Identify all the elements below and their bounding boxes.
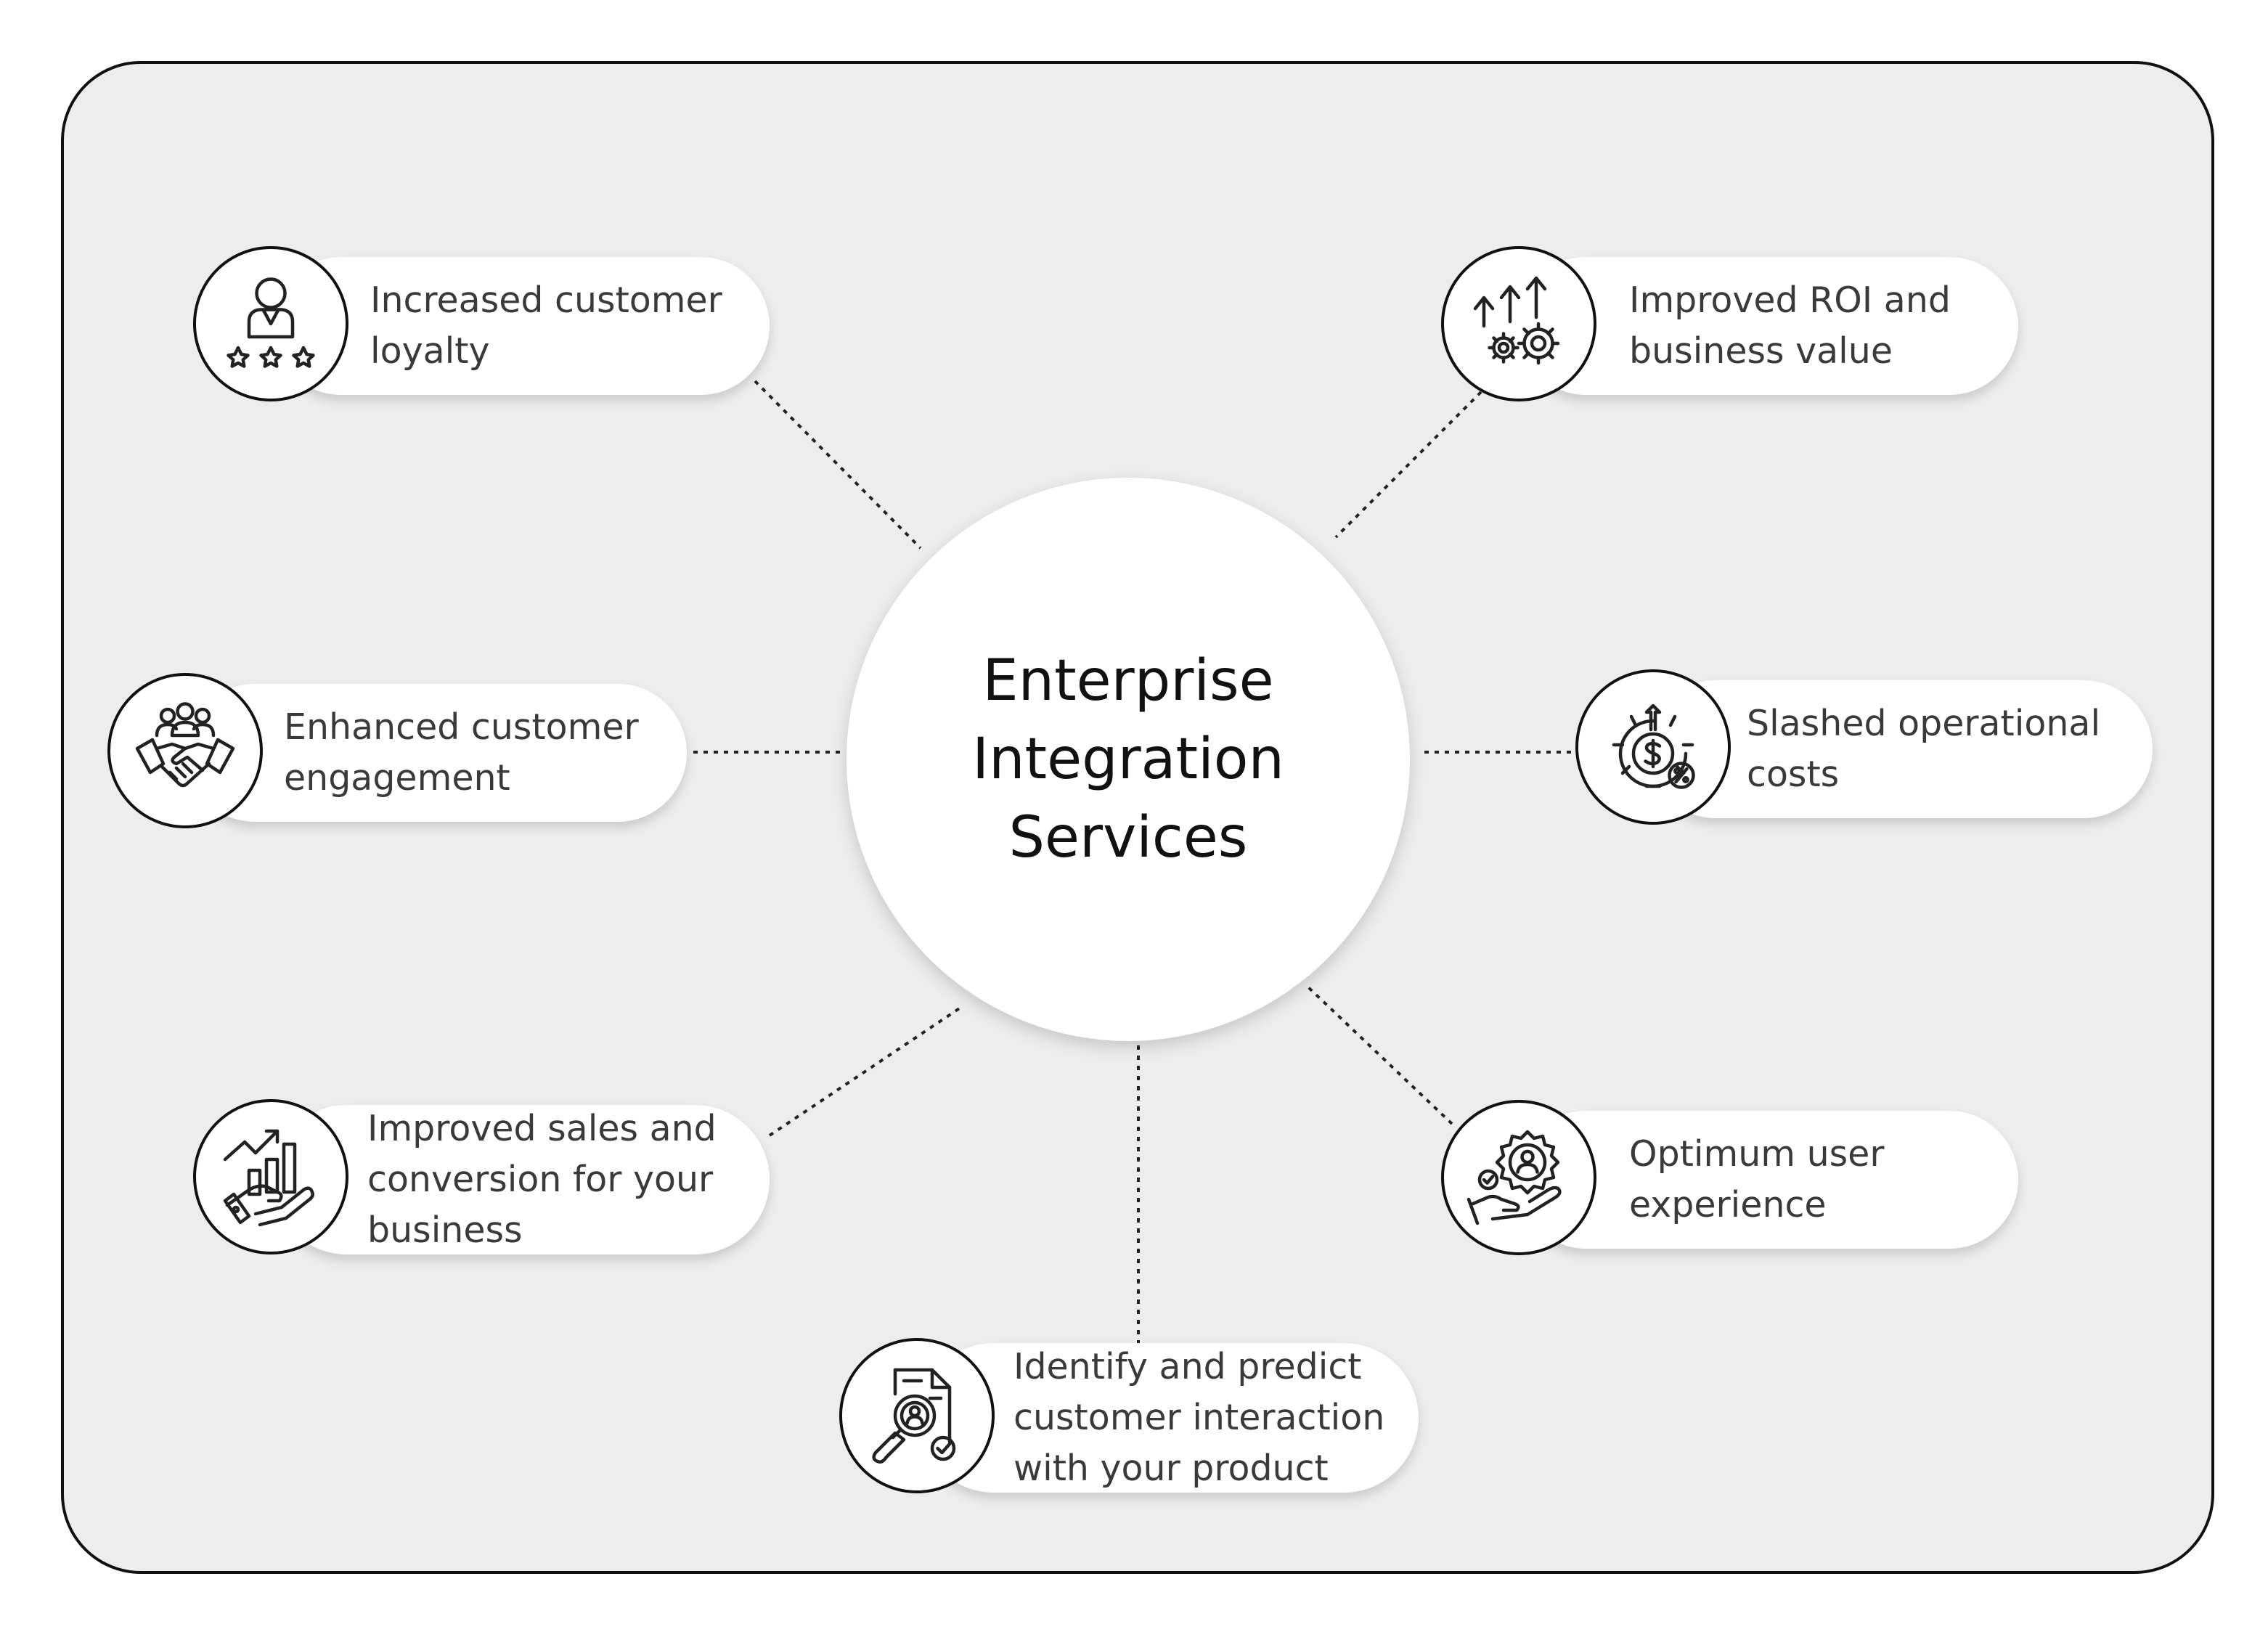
- benefit-label-sales: Improved sales and conversion for your b…: [367, 1108, 717, 1251]
- benefit-card-loyalty: Increased customer loyalty: [272, 257, 770, 395]
- cost-reduction-gear-icon: [1575, 669, 1731, 825]
- customer-search-document-icon: [839, 1338, 995, 1493]
- benefit-card-experience: Optimum user experience: [1517, 1111, 2018, 1249]
- benefit-card-roi: Improved ROI and business value: [1517, 257, 2018, 395]
- connector-loyalty: [754, 380, 922, 550]
- benefit-label-loyalty: Increased customer loyalty: [370, 280, 722, 372]
- benefit-label-roi: Improved ROI and business value: [1629, 280, 1951, 372]
- growth-gears-icon: [1441, 246, 1596, 401]
- benefit-label-prediction: Identify and predict customer interactio…: [1013, 1346, 1385, 1489]
- handshake-team-icon: [107, 673, 263, 828]
- sales-growth-hand-icon: [193, 1099, 348, 1254]
- benefit-card-sales: Improved sales and conversion for your b…: [272, 1105, 770, 1254]
- user-care-hand-icon: [1441, 1100, 1596, 1255]
- connector-experience: [1305, 984, 1453, 1125]
- customer-rating-icon: [193, 246, 348, 401]
- benefit-card-costs: Slashed operational costs: [1647, 680, 2153, 818]
- benefit-label-engagement: Enhanced customer engagement: [284, 706, 639, 799]
- benefit-card-engagement: Enhanced customer engagement: [186, 684, 687, 822]
- benefit-label-experience: Optimum user experience: [1629, 1133, 1885, 1225]
- benefit-card-prediction: Identify and predict customer interactio…: [919, 1343, 1419, 1493]
- central-hub: Enterprise Integration Services: [847, 478, 1410, 1041]
- benefit-label-costs: Slashed operational costs: [1747, 703, 2101, 795]
- connector-sales: [768, 1005, 964, 1137]
- hub-title: Enterprise Integration Services: [972, 648, 1284, 870]
- connector-roi: [1334, 391, 1482, 539]
